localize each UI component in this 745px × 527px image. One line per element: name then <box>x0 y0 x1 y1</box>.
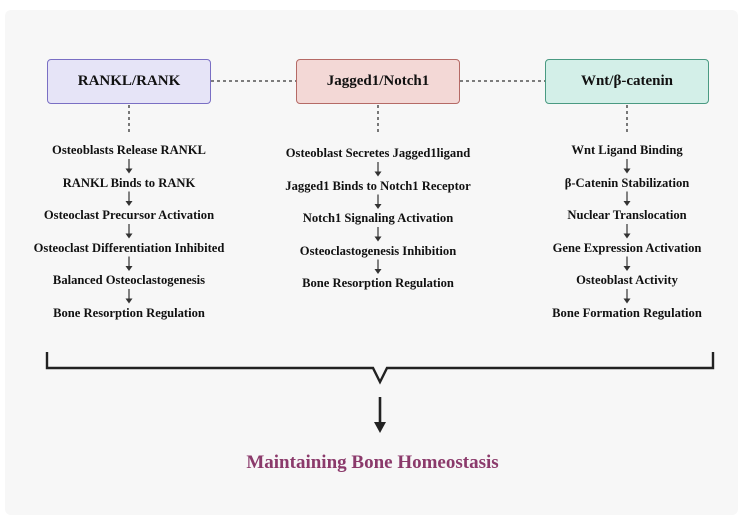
step-text: Osteoclastogenesis Inhibition <box>299 243 457 258</box>
step-text: Bone Formation Regulation <box>552 305 702 320</box>
grouping-bracket <box>45 352 715 385</box>
step-text: Jagged1 Binds to Notch1 Receptor <box>285 178 471 193</box>
pathway-node-jagged1-notch1: Jagged1/Notch1 <box>296 59 460 104</box>
pathway-node-rankl-rank: RANKL/RANK <box>47 59 211 104</box>
step-text: Bone Resorption Regulation <box>53 305 205 320</box>
step-arrow-head <box>374 269 382 274</box>
step-text: Bone Resorption Regulation <box>302 276 454 290</box>
step-text: Osteoclast Differentiation Inhibited <box>33 240 225 255</box>
step-text: β-Catenin Stabilization <box>564 175 690 190</box>
step-arrow-head <box>125 201 133 206</box>
step-text: Notch1 Signaling Activation <box>302 211 454 225</box>
step-arrow-head <box>125 233 133 239</box>
step-text: Gene Expression Activation <box>552 240 702 255</box>
step-arrow-head <box>125 168 133 174</box>
step-arrow-head <box>623 298 631 304</box>
outcome-label: Maintaining Bone Homeostasis <box>246 452 499 473</box>
step-arrow-head <box>125 298 133 304</box>
pathway-node-wnt-beta-catenin: Wnt/β-catenin <box>545 59 709 104</box>
step-arrow-head <box>374 236 382 242</box>
step-text: Wnt Ligand Binding <box>571 143 683 157</box>
step-text: RANKL Binds to RANK <box>62 175 196 190</box>
step-arrow-head <box>374 204 382 209</box>
step-text: Osteoblasts Release RANKL <box>52 143 206 157</box>
outcome-arrow-head <box>374 422 386 433</box>
step-text: Osteoblast Secretes Jagged1ligand <box>285 146 471 160</box>
step-text: Nuclear Translocation <box>567 208 687 222</box>
step-arrow-head <box>623 266 631 271</box>
step-text: Balanced Osteoclastogenesis <box>52 273 206 287</box>
step-arrow-head <box>374 171 382 177</box>
step-arrow-head <box>623 233 631 239</box>
step-arrow-head <box>623 201 631 206</box>
step-arrow-head <box>623 168 631 174</box>
step-text: Osteoblast Activity <box>576 273 678 287</box>
step-arrow-head <box>125 266 133 271</box>
step-text: Osteoclast Precursor Activation <box>43 208 215 222</box>
